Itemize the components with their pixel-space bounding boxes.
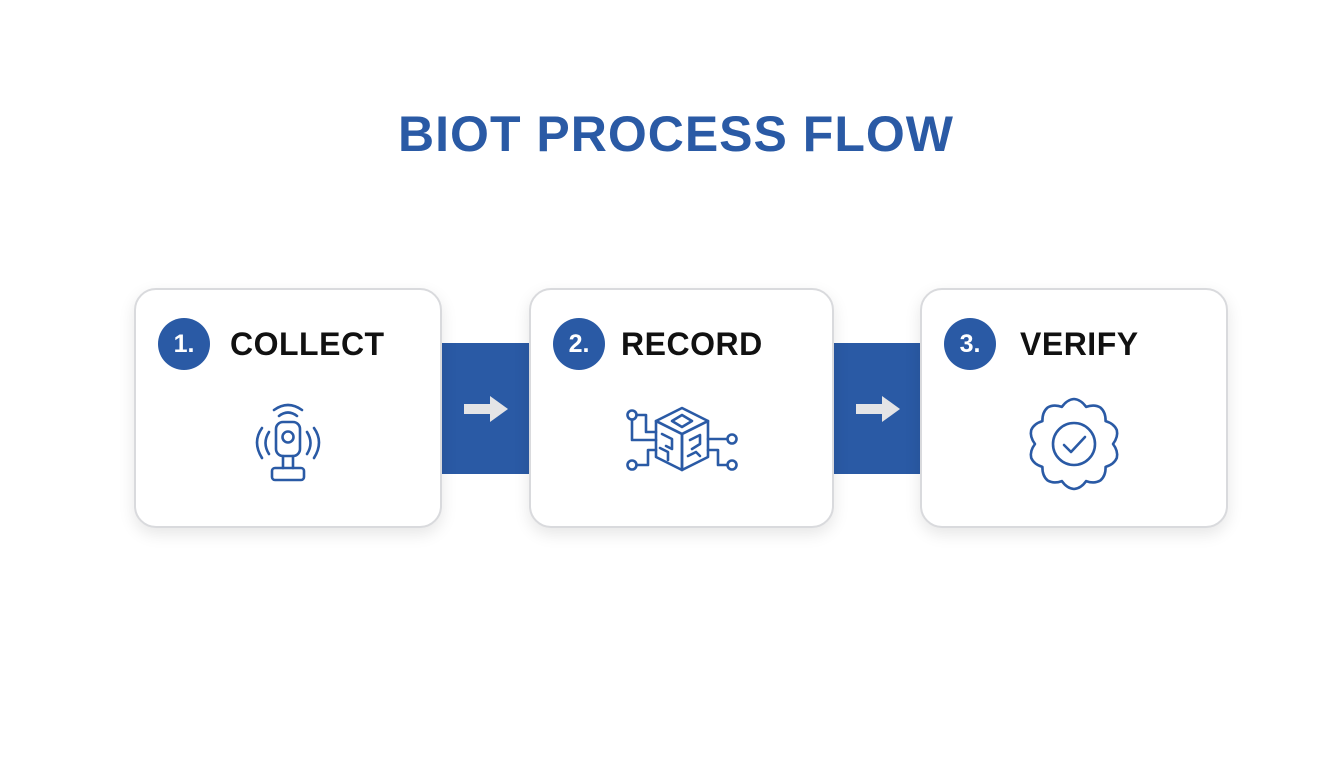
sensor-icon <box>255 403 321 482</box>
step-card-verify: 3. VERIFY <box>920 288 1228 528</box>
connector-collect-record <box>440 343 532 474</box>
step-number-badge: 1. <box>158 318 210 370</box>
step-label: COLLECT <box>230 326 385 362</box>
arrow-right-icon <box>856 395 900 422</box>
verified-badge-icon <box>1029 397 1119 491</box>
step-label: RECORD <box>621 326 763 362</box>
step-number-badge: 3. <box>944 318 996 370</box>
arrow-right-icon <box>464 395 508 422</box>
connector-record-verify <box>832 343 924 474</box>
step-label: VERIFY <box>1020 326 1139 362</box>
step-number-badge: 2. <box>553 318 605 370</box>
page-title: BIOT PROCESS FLOW <box>398 106 954 162</box>
step-card-collect: 1. COLLECT <box>134 288 442 528</box>
step-card-record: 2. RECORD <box>529 288 834 528</box>
blockchain-cube-icon <box>625 406 738 472</box>
